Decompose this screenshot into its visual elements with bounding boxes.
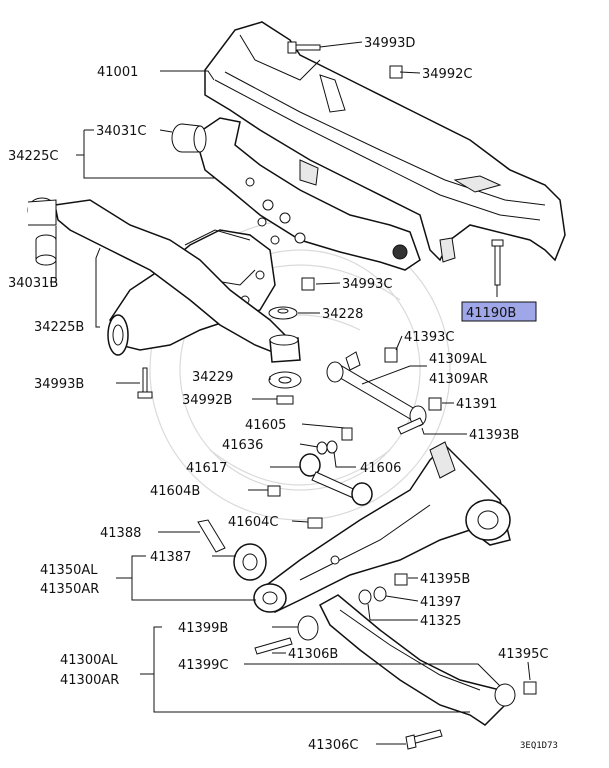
label-34993D: 34993D (364, 36, 415, 51)
lower-arm-41300 (297, 594, 516, 726)
label-41604C: 41604C (228, 515, 278, 530)
leader-lines (50, 41, 531, 745)
label-34225B: 34225B (34, 320, 84, 335)
label-41395C: 41395C (498, 647, 548, 662)
label-41309AR: 41309AR (429, 372, 488, 387)
bolt-41306B (254, 637, 293, 655)
label-34992B: 34992B (182, 393, 232, 408)
label-41309AL: 41309AL (429, 352, 487, 367)
part-labels: 34993D 41001 34992C 34031C 34225C 34031B… (8, 36, 558, 753)
bushing-34229 (268, 371, 302, 389)
label-34225C: 34225C (8, 149, 58, 164)
bolt-34993D (287, 41, 321, 54)
bushing-34031C (171, 123, 207, 153)
nut-41395C (523, 681, 537, 695)
crossmember-41001 (204, 21, 566, 263)
bolt-34993C (301, 277, 315, 291)
label-41605: 41605 (245, 418, 286, 433)
bolt-41604B (267, 485, 281, 497)
washer-34228 (268, 306, 298, 320)
label-41397: 41397 (420, 595, 461, 610)
label-41388: 41388 (100, 526, 141, 541)
label-41350AR: 41350AR (40, 582, 99, 597)
bolt-41388 (197, 519, 226, 553)
bolt-41190B (491, 239, 504, 286)
bolt-41604C (307, 517, 323, 529)
label-41617: 41617 (186, 461, 227, 476)
washer-41636 (316, 441, 328, 455)
bolt-41393B (397, 417, 424, 435)
bolt-34993B (137, 367, 153, 399)
bolt-41306C (405, 729, 443, 750)
label-41300AR: 41300AR (60, 673, 119, 688)
label-41306B: 41306B (288, 647, 338, 662)
washer-41606 (326, 440, 338, 454)
label-41387: 41387 (150, 550, 191, 565)
diff-mount-34225B (27, 197, 291, 356)
washer-41397 (373, 586, 387, 602)
diff-member-34225C (194, 117, 421, 271)
nut-41393C (384, 347, 398, 363)
label-41001: 41001 (97, 65, 138, 80)
label-41393B: 41393B (469, 428, 519, 443)
label-34228: 34228 (322, 307, 363, 322)
label-41399B: 41399B (178, 621, 228, 636)
nut-41391 (428, 397, 442, 411)
label-34031B: 34031B (8, 276, 58, 291)
label-34229: 34229 (192, 370, 233, 385)
bushing-34031B (35, 234, 57, 266)
highlight-box-41190B (461, 301, 537, 322)
nut-41395B (394, 573, 408, 586)
label-41606: 41606 (360, 461, 401, 476)
washer-41325 (358, 589, 372, 605)
toe-rod-41309 (326, 351, 427, 427)
bushing-mount-block (269, 334, 301, 363)
label-41604B: 41604B (150, 484, 200, 499)
label-41391: 41391 (456, 397, 497, 412)
label-34993B: 34993B (34, 377, 84, 392)
label-34992C: 34992C (422, 67, 472, 82)
label-41325: 41325 (420, 614, 461, 629)
label-41393C: 41393C (404, 330, 454, 345)
label-41350AL: 41350AL (40, 563, 98, 578)
label-34031C: 34031C (96, 124, 146, 139)
label-41399C: 41399C (178, 658, 228, 673)
upper-link-41617 (299, 453, 373, 506)
label-41636: 41636 (222, 438, 263, 453)
label-41300AL: 41300AL (60, 653, 118, 668)
bushing-41387 (233, 543, 267, 581)
diagram-code: 3EQ1D73 (520, 741, 558, 751)
label-41395B: 41395B (420, 572, 470, 587)
trailing-arm-41350 (253, 441, 511, 613)
nut-34992B (276, 395, 294, 405)
washer-41605 (341, 427, 353, 441)
label-34993C: 34993C (342, 277, 392, 292)
label-41306C: 41306C (308, 738, 358, 753)
label-41190B: 41190B (466, 306, 516, 321)
nut-34992C (389, 65, 403, 79)
